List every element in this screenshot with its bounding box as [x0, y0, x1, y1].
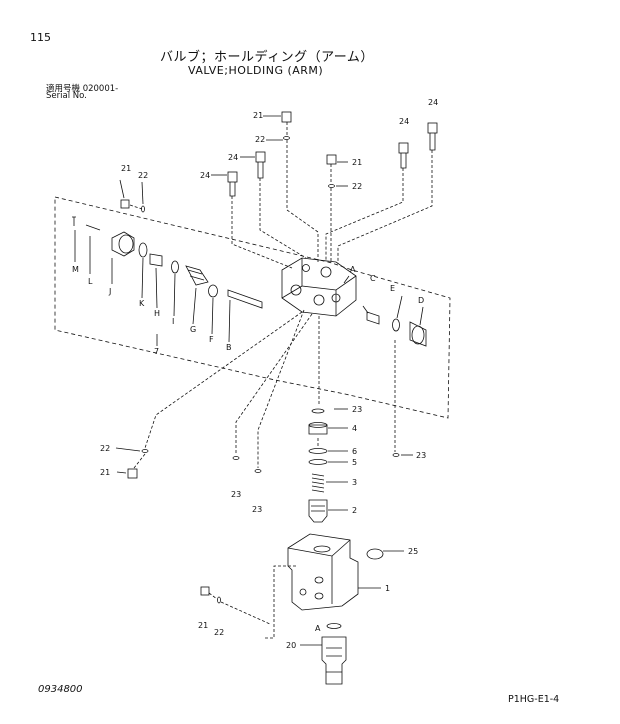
center-stack-components — [308, 408, 328, 523]
callout-B: B — [226, 343, 232, 352]
callout-6: 6 — [352, 447, 357, 456]
callout-22: 22 — [100, 444, 110, 453]
callout-21: 21 — [352, 158, 362, 167]
callout-22: 22 — [255, 135, 265, 144]
callout-22: 22 — [138, 171, 148, 180]
upper-valve-body — [281, 257, 357, 317]
callout-21: 21 — [253, 111, 263, 120]
callout-4: 4 — [352, 424, 357, 433]
callout-C: C — [370, 274, 376, 283]
lower-valve-body — [200, 533, 384, 611]
callout-labels: 21 22 24 24 24 24 21 22 21 22 A C E D M … — [72, 98, 438, 650]
leader-lines — [74, 115, 424, 646]
callout-I: I — [172, 317, 174, 326]
callout-23: 23 — [416, 451, 426, 460]
callout-22: 22 — [352, 182, 362, 191]
title-japanese: バルブ；ホールディング（アーム） — [160, 50, 374, 65]
assembly-dashed-box — [54, 196, 451, 419]
callout-23: 23 — [352, 405, 362, 414]
callout-25: 25 — [408, 547, 418, 556]
callout-21: 21 — [121, 164, 131, 173]
callout-20: 20 — [286, 641, 296, 650]
callout-F: F — [209, 335, 214, 344]
callout-E: E — [390, 284, 395, 293]
title-english: VALVE;HOLDING (ARM) — [188, 64, 324, 77]
callout-5: 5 — [352, 458, 357, 467]
callout-24: 24 — [200, 171, 210, 180]
callout-A: A — [350, 265, 356, 274]
bottom-cartridge — [321, 623, 347, 685]
top-fasteners — [120, 111, 438, 213]
callout-23: 23 — [231, 490, 241, 499]
footer-page-ref: P1HG-E1-4 — [508, 694, 560, 705]
left-exploded-components — [72, 216, 263, 309]
callout-21: 21 — [100, 468, 110, 477]
callout-7: 7 — [154, 347, 159, 356]
callout-24: 24 — [399, 117, 409, 126]
callout-L: L — [88, 277, 93, 286]
page-number: 115 — [30, 31, 51, 44]
callout-2: 2 — [352, 506, 357, 515]
callout-3: 3 — [352, 478, 357, 487]
callout-A: A — [315, 624, 321, 633]
callout-J: J — [108, 287, 111, 296]
callout-24: 24 — [428, 98, 438, 107]
callout-G: G — [190, 325, 196, 334]
callout-D: D — [418, 296, 424, 305]
serial-label-japanese: 適用号機 020001- — [46, 84, 119, 94]
callout-22: 22 — [214, 628, 224, 637]
callout-H: H — [154, 309, 160, 318]
callout-M: M — [72, 265, 79, 274]
footer-code: 0934800 — [38, 684, 83, 695]
callout-23: 23 — [252, 505, 262, 514]
callout-24: 24 — [228, 153, 238, 162]
callout-1: 1 — [385, 584, 390, 593]
dashed-leaders — [129, 122, 433, 639]
callout-21: 21 — [198, 621, 208, 630]
right-components — [366, 311, 427, 347]
left-plug — [127, 449, 400, 479]
serial-label-english: Serial No. — [46, 91, 87, 101]
callout-K: K — [139, 299, 145, 308]
